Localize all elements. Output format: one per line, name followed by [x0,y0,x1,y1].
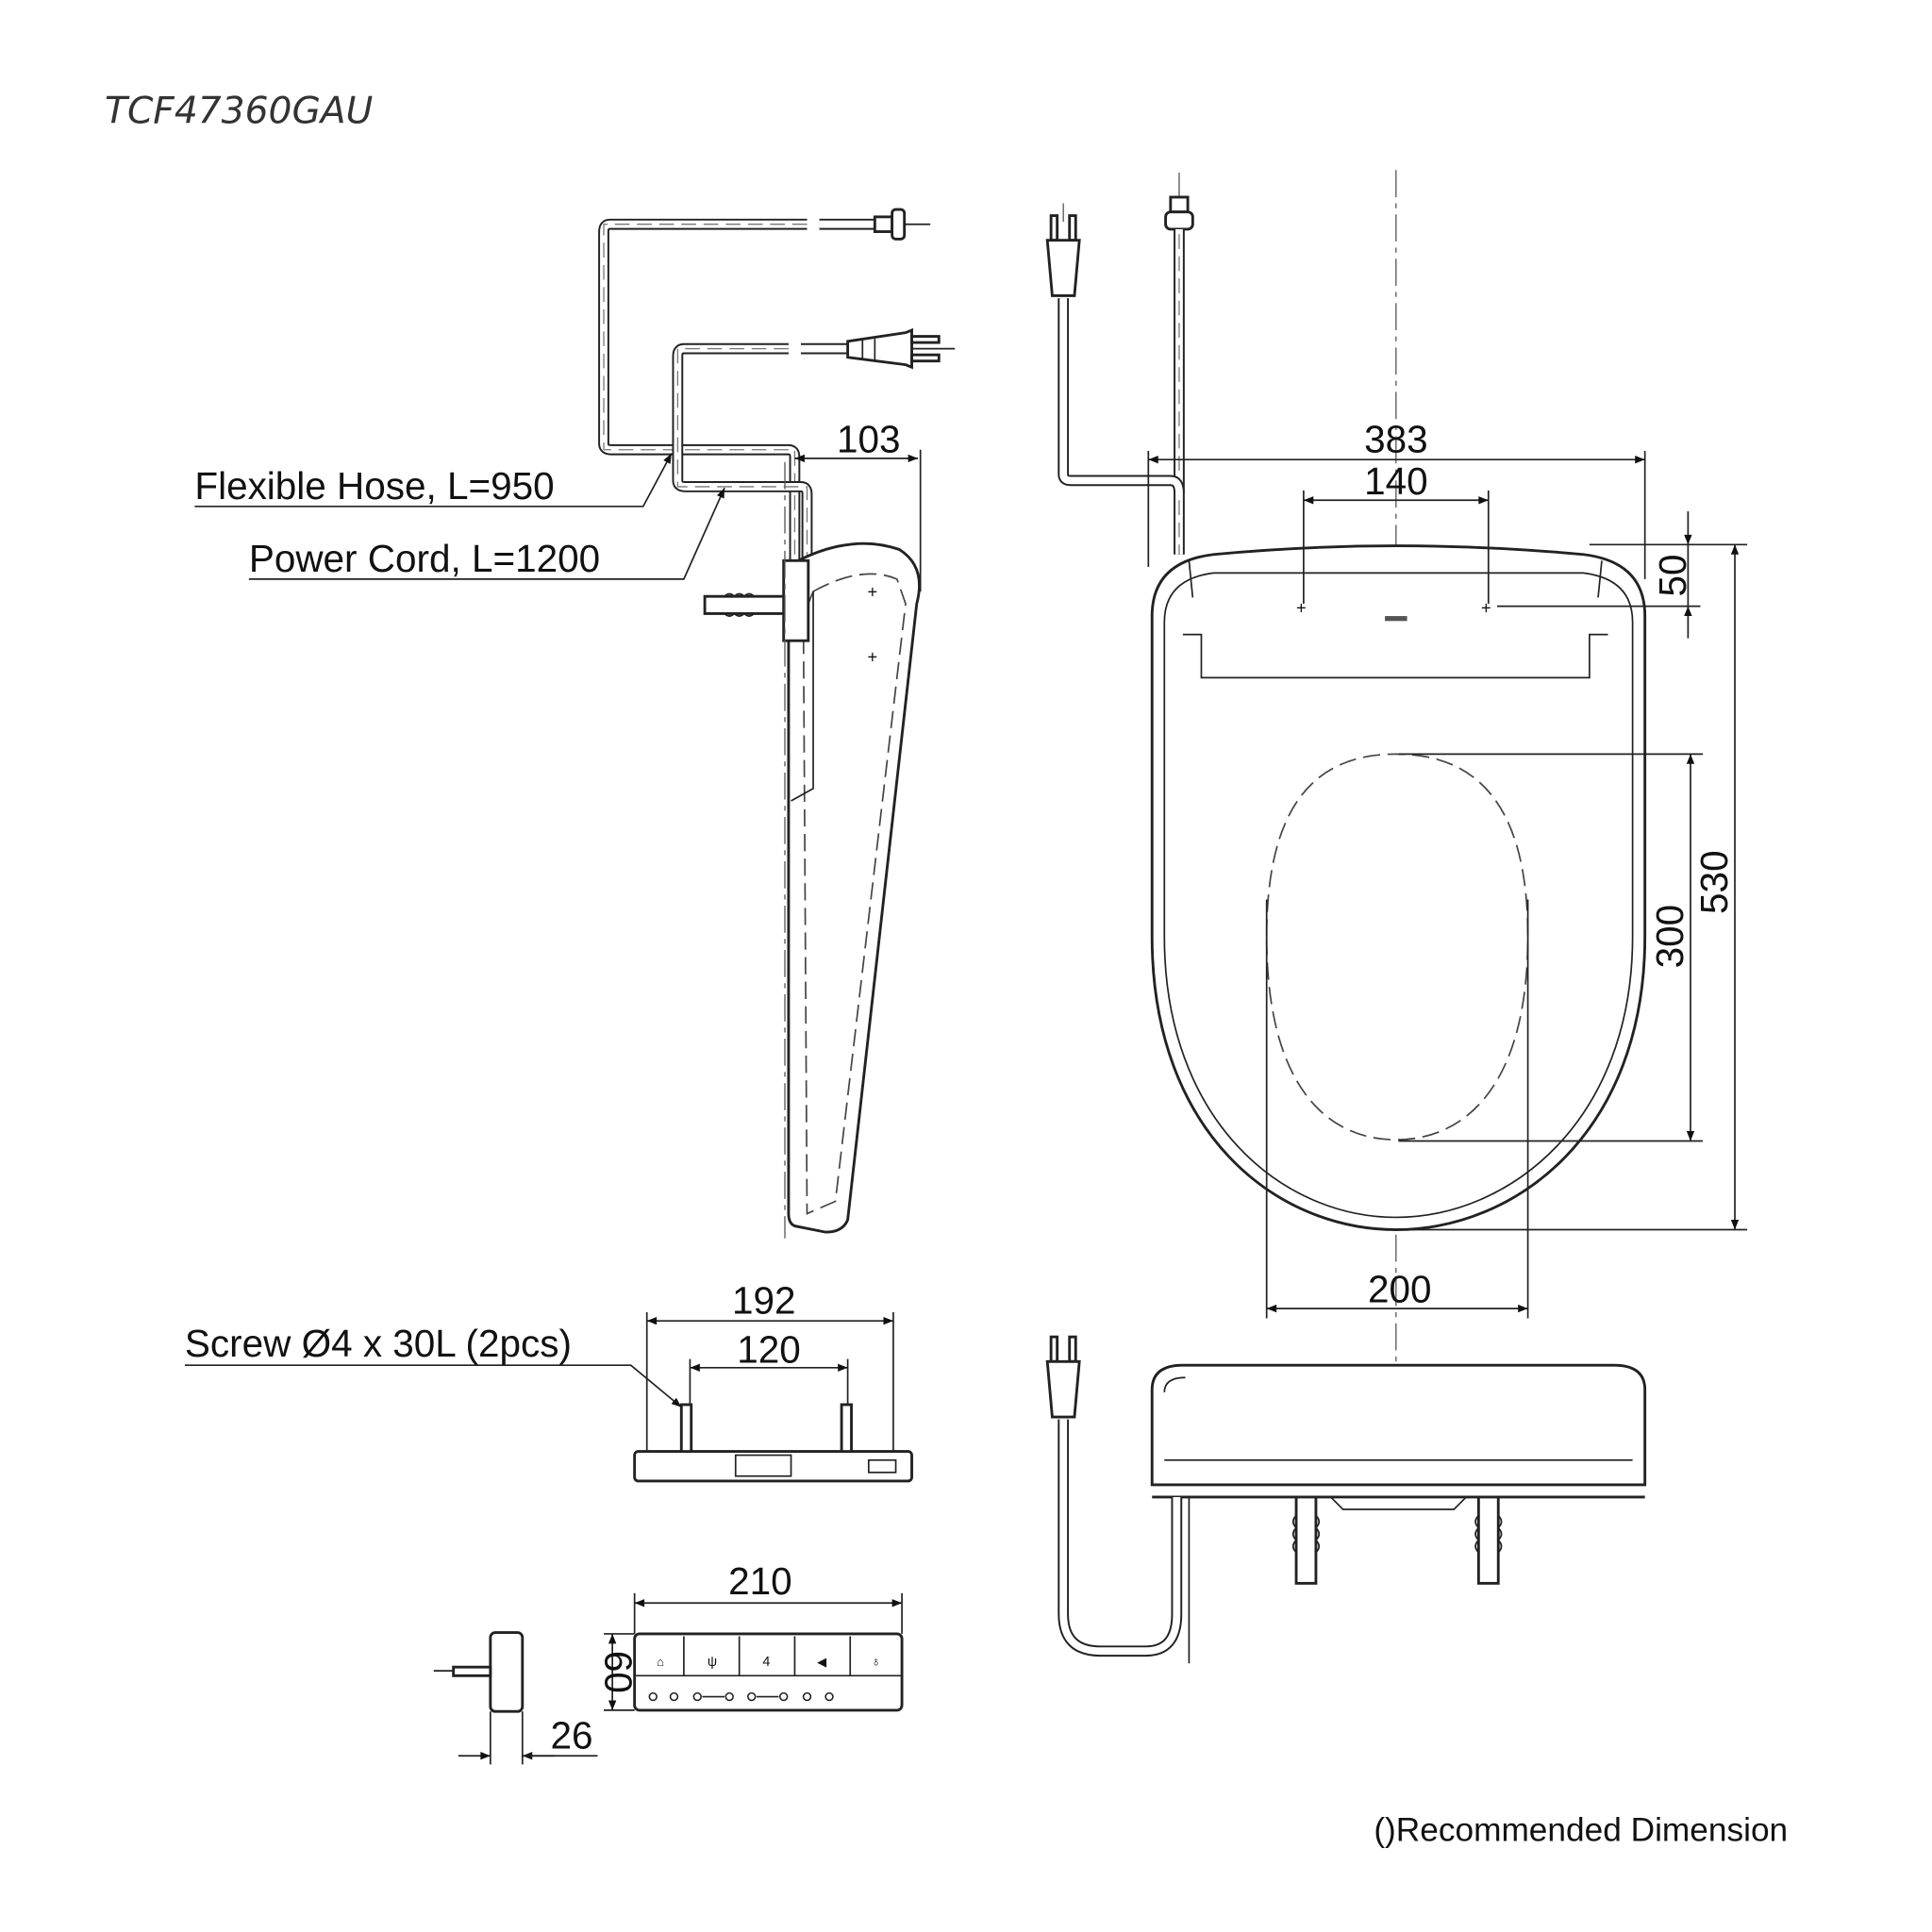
power-cord-label: Power Cord, L=1200 [249,537,600,580]
svg-text:+: + [1481,597,1491,617]
seat-front-outline [1150,1363,1647,1487]
top-power-plug-icon [1045,203,1185,493]
model-number: TCF47360GAU [105,91,373,133]
dim-opening-length: 300 [1648,905,1691,969]
hose-fitting-icon [873,208,931,241]
dim-opening-width: 200 [1368,1268,1432,1311]
anchor-bolt [703,594,786,615]
svg-text:4: 4 [762,1655,770,1670]
side-view: 103 Flexible Hose, L=950 Power Cord, L=1… [194,208,956,1239]
dim-bracket-width: 192 [732,1278,796,1322]
dim-hinge-offset: 50 [1651,554,1694,596]
dim-remote-height: 60 [596,1651,640,1693]
dim-hinge-spacing: 140 [1364,459,1428,503]
dim-seat-width: 383 [1364,417,1428,460]
flexible-hose-label: Flexible Hose, L=950 [194,464,554,508]
mounting-bracket [782,558,810,642]
flexible-hose [598,218,877,561]
svg-text:⌂: ⌂ [657,1655,664,1669]
remote-control-view: ⌂ ψ 4 ◀ ♁ 210 60 [596,1559,904,1712]
top-hose [1164,195,1194,555]
svg-text:+: + [868,647,878,667]
screw-label: Screw Ø4 x 30L (2pcs) [185,1322,572,1365]
top-view: + + 383 140 50 530 300 200 [1045,170,1748,1411]
recommended-dimension-note: ()Recommended Dimension [1374,1811,1788,1848]
power-cord [672,342,851,561]
svg-text:◀: ◀ [817,1655,826,1669]
power-plug-icon [846,327,956,370]
dim-remote-width: 210 [728,1559,792,1603]
seat-top-outline [1150,544,1647,1231]
seat-opening-outline [1265,753,1529,1141]
dim-remote-depth: 26 [551,1713,593,1757]
front-view [1045,1335,1647,1664]
dim-seat-length: 530 [1692,850,1736,914]
mounting-plate-view: 192 120 Screw Ø4 x 30L (2pcs) [185,1278,913,1483]
svg-text:+: + [1296,597,1307,617]
front-power-plug-icon [1045,1335,1183,1657]
remote-side-view: 26 [433,1631,598,1765]
dim-side-depth: 103 [837,417,901,460]
svg-text:+: + [868,581,878,601]
dim-screw-spacing: 120 [737,1328,801,1372]
seat-side-profile [787,541,921,1234]
svg-text:ψ: ψ [708,1655,717,1670]
svg-text:♁: ♁ [871,1655,881,1670]
